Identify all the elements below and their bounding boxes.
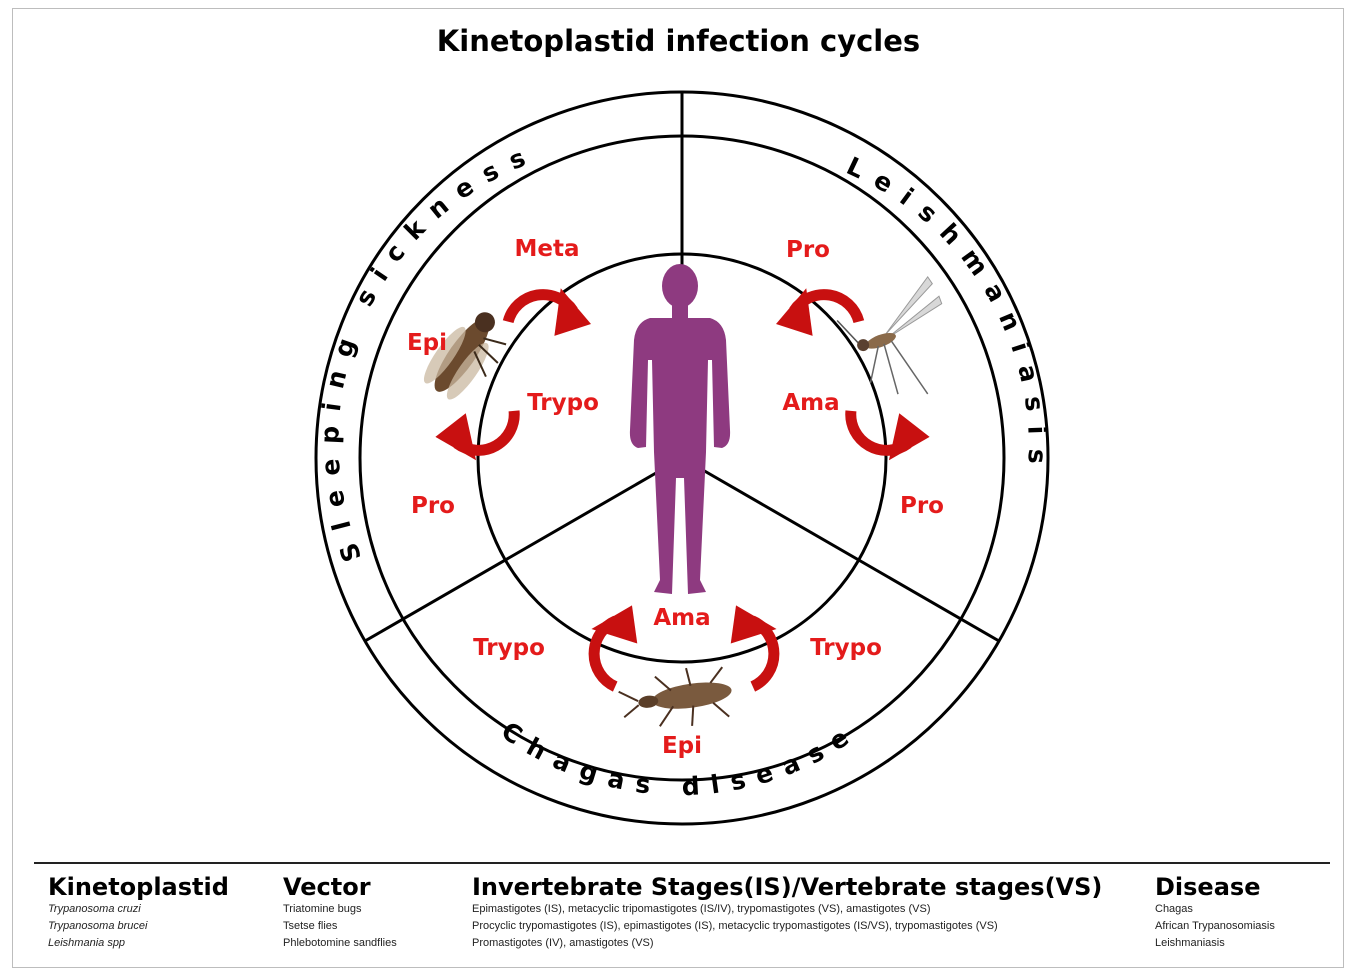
column-header: Disease xyxy=(1155,873,1275,901)
table-cell: Promastigotes (IV), amastigotes (VS) xyxy=(472,935,1102,952)
stage-label-trypo: Trypo xyxy=(810,635,882,661)
table-cell: Phlebotomine sandflies xyxy=(283,935,397,952)
divider-right xyxy=(682,458,999,641)
stage-label-epi: Epi xyxy=(662,733,702,759)
curved-arrow-icon xyxy=(771,280,860,342)
human-figure-icon xyxy=(630,264,730,594)
table-cell: African Trypanosomiasis xyxy=(1155,918,1275,935)
stage-label-pro: Pro xyxy=(786,237,830,263)
stage-label-ama: Ama xyxy=(653,605,710,631)
stage-label-trypo: Trypo xyxy=(527,390,599,416)
table-cell: Chagas xyxy=(1155,901,1275,918)
table-cell: Epimastigotes (IS), metacyclic tripomast… xyxy=(472,901,1102,918)
stage-label-epi: Epi xyxy=(407,330,447,356)
column-kinetoplastid: Kinetoplastid Trypanosoma cruzi Trypanos… xyxy=(48,873,229,952)
table-cell: Tsetse flies xyxy=(283,918,397,935)
stage-label-pro: Pro xyxy=(411,493,455,519)
curved-arrow-icon xyxy=(844,405,933,467)
column-header: Invertebrate Stages(IS)/Vertebrate stage… xyxy=(472,873,1102,901)
table-rule xyxy=(34,862,1330,864)
column-disease: Disease Chagas African Trypanosomiasis L… xyxy=(1155,873,1275,952)
table-cell: Triatomine bugs xyxy=(283,901,397,918)
stage-label-meta: Meta xyxy=(514,236,579,262)
stage-label-ama: Ama xyxy=(782,390,839,416)
table-cell: Leishmania spp xyxy=(48,935,229,952)
sandfly-icon xyxy=(834,276,969,415)
table-cell: Trypanosoma brucei xyxy=(48,918,229,935)
column-header: Vector xyxy=(283,873,397,901)
column-stages: Invertebrate Stages(IS)/Vertebrate stage… xyxy=(472,873,1102,952)
table-cell: Trypanosoma cruzi xyxy=(48,901,229,918)
table-cell: Leishmaniasis xyxy=(1155,935,1275,952)
divider-left xyxy=(365,458,682,641)
column-header: Kinetoplastid xyxy=(48,873,229,901)
triatomine-bug-icon xyxy=(617,662,736,735)
stage-label-trypo: Trypo xyxy=(473,635,545,661)
stage-label-pro: Pro xyxy=(900,493,944,519)
curved-arrow-icon xyxy=(576,595,649,688)
column-vector: Vector Triatomine bugs Tsetse flies Phle… xyxy=(283,873,397,952)
table-cell: Procyclic trypomastigotes (IS), epimasti… xyxy=(472,918,1102,935)
curved-arrow-icon xyxy=(719,595,792,688)
